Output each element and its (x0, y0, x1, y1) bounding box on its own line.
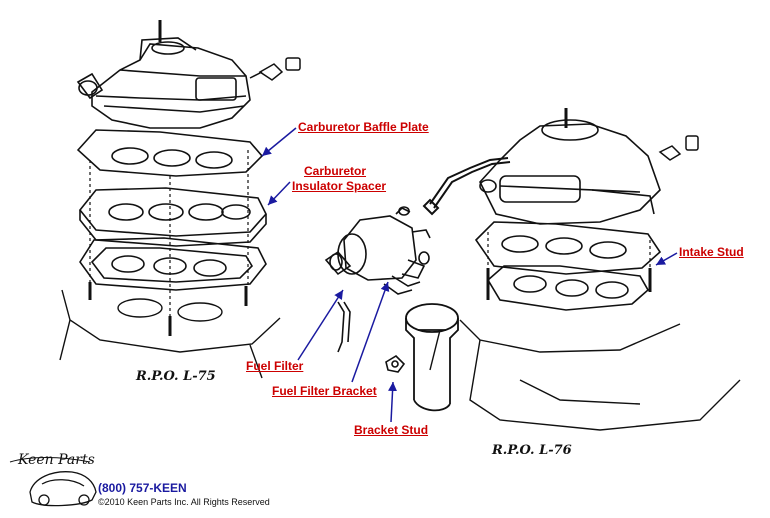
callout-fuel-filter-bracket[interactable]: Fuel Filter Bracket (272, 384, 377, 398)
rpo-label-right: R.P.O. L-76 (492, 443, 572, 458)
callout-insulator-spacer[interactable]: Insulator Spacer (292, 179, 387, 193)
right-carburetor (479, 108, 661, 225)
callout-fuel-filter[interactable]: Fuel Filter (246, 359, 304, 373)
left-gasket (79, 237, 267, 291)
right-nut-and-fitting (658, 135, 699, 161)
callout-carburetor-insulator-line1[interactable]: Carburetor (304, 164, 367, 178)
left-carburetor (76, 20, 251, 129)
callout-intake-stud[interactable]: Intake Stud (679, 245, 744, 259)
callout-carburetor-baffle-plate[interactable]: Carburetor Baffle Plate (298, 120, 429, 134)
phone-number[interactable]: (800) 757-KEEN (98, 481, 187, 495)
logo-script-text: Keen Parts (18, 452, 95, 468)
fuel-filter-drawing (324, 206, 431, 353)
bracket-stud-drawing (385, 354, 406, 373)
distributor-tube (405, 303, 459, 412)
left-studs (89, 150, 249, 318)
keen-parts-logo (9, 457, 97, 507)
copyright-notice: ©2010 Keen Parts Inc. All Rights Reserve… (98, 497, 270, 507)
right-gasket-stack (474, 221, 662, 311)
leader-arrows (261, 127, 678, 423)
right-studs (487, 232, 651, 272)
rpo-label-left: R.P.O. L-75 (136, 369, 216, 384)
right-fuel-line (422, 157, 511, 216)
callout-bracket-stud[interactable]: Bracket Stud (354, 423, 429, 437)
left-nut-and-fitting (249, 57, 301, 81)
left-intake-manifold (59, 282, 281, 379)
left-baffle-plate (76, 129, 264, 177)
left-insulator-spacer (78, 187, 267, 247)
